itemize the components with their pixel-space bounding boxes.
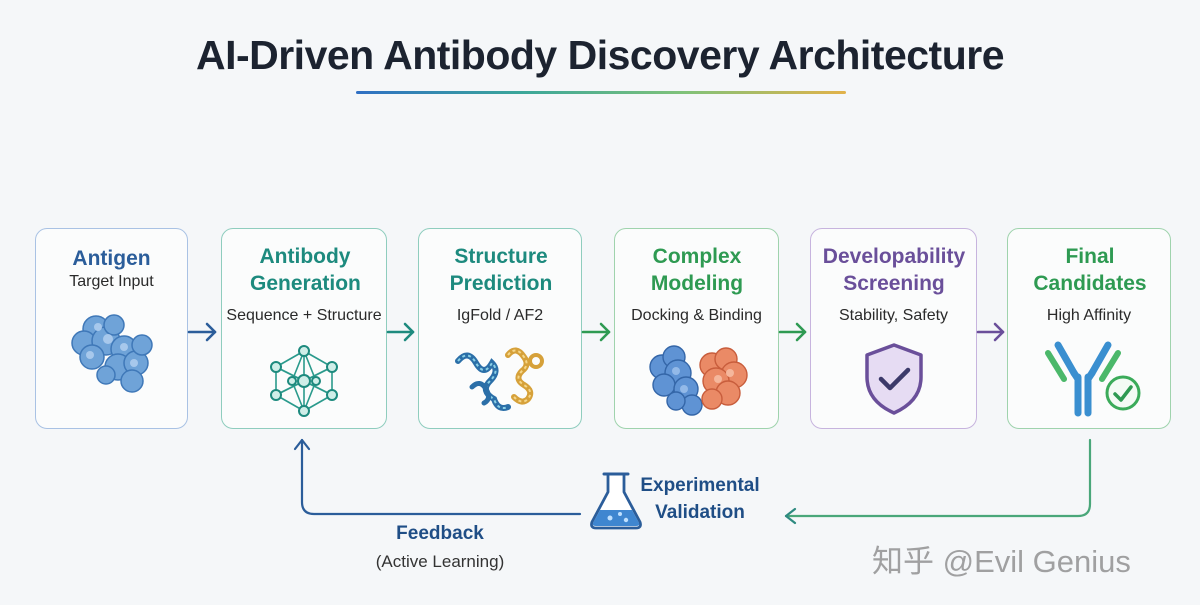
arrow-antigen-to-generation: [187, 322, 217, 342]
neural-network-icon: [222, 345, 386, 455]
antigen-protein-icon: [36, 305, 187, 415]
stage-final-candidates: Final Candidates High Affinity: [1007, 228, 1171, 429]
stage-complex-modeling: Complex Modeling Docking & Binding: [614, 228, 779, 429]
watermark-text: 知乎 @Evil Genius: [872, 544, 1131, 579]
arrow-complex-to-screening: [778, 322, 807, 342]
diagram-title: AI-Driven Antibody Discovery Architectur…: [195, 32, 1005, 78]
stage-title: Developability Screening: [822, 245, 966, 295]
stage-subtitle: Stability, Safety: [838, 307, 949, 324]
watermark: 知乎 @Evil Genius: [872, 536, 1131, 581]
stage-subtitle: Target Input: [69, 273, 154, 290]
antibody-check-icon: [1008, 339, 1170, 449]
experimental-validation-label: Experimental Validation: [625, 472, 775, 526]
stage-subtitle: IgFold / AF2: [456, 307, 544, 324]
protein-structure-icon: [419, 341, 581, 451]
stage-title: Complex Modeling: [650, 245, 744, 295]
protein-complex-icon: [615, 339, 778, 449]
stage-subtitle: Docking & Binding: [631, 307, 762, 324]
active-learning-label: (Active Learning): [375, 552, 505, 571]
arrow-screening-to-final: [976, 322, 1005, 342]
validation-label-line-1: Experimental: [640, 475, 760, 496]
stage-subtitle: High Affinity: [1046, 307, 1132, 324]
stage-title: Antigen: [72, 247, 151, 270]
arrow-structure-to-complex: [581, 322, 611, 342]
stage-developability-screening: Developability Screening Stability, Safe…: [810, 228, 977, 429]
shield-check-icon: [811, 341, 976, 451]
stage-structure-prediction: Structure Prediction IgFold / AF2: [418, 228, 582, 429]
stage-antigen: Antigen Target Input: [35, 228, 188, 429]
feedback-label: Feedback: [396, 523, 484, 544]
stage-antibody-generation: Antibody Generation Sequence + Structure: [221, 228, 387, 429]
stage-title: Final Candidates: [1033, 245, 1147, 295]
arrow-generation-to-structure: [386, 322, 415, 342]
stage-title: Antibody Generation: [250, 245, 361, 295]
stage-subtitle: Sequence + Structure: [226, 307, 382, 324]
validation-label-line-2: Validation: [655, 502, 745, 523]
stage-title: Structure Prediction: [449, 245, 553, 295]
title-underline: [356, 91, 846, 94]
